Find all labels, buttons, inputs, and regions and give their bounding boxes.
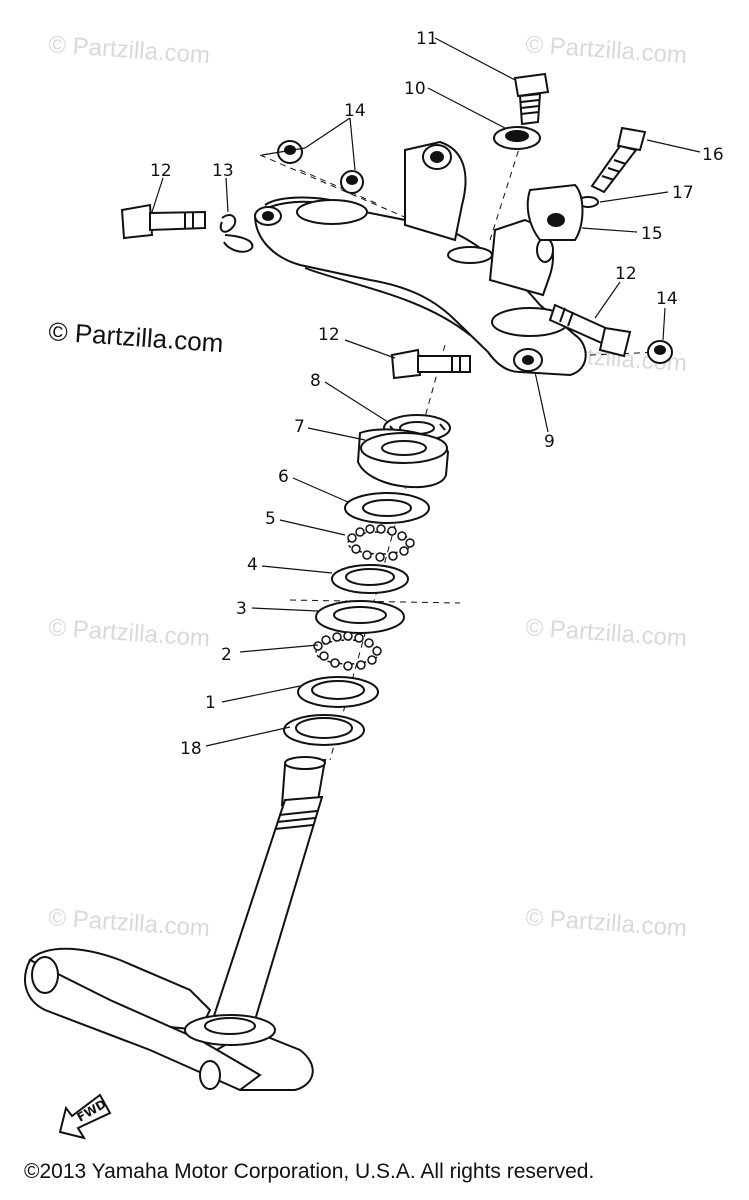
callout-10: 10 bbox=[404, 79, 426, 99]
clamp-15 bbox=[526, 183, 584, 241]
seal-18 bbox=[283, 714, 365, 746]
callout-13: 13 bbox=[212, 161, 234, 181]
callout-5: 5 bbox=[265, 509, 276, 529]
bolt-11 bbox=[513, 72, 550, 126]
callout-2: 2 bbox=[221, 645, 232, 665]
race-1 bbox=[297, 676, 379, 708]
callout-3: 3 bbox=[236, 599, 247, 619]
ball-bearings-5 bbox=[347, 524, 415, 562]
race-4 bbox=[331, 564, 409, 594]
callout-12: 12 bbox=[150, 161, 172, 181]
callout-18: 18 bbox=[180, 739, 202, 759]
watermark: © Partzilla.com bbox=[525, 904, 688, 942]
watermark: © Partzilla.com bbox=[525, 31, 688, 69]
callout-8: 8 bbox=[310, 371, 321, 391]
callout-12: 12 bbox=[615, 264, 637, 284]
callout-15: 15 bbox=[641, 224, 663, 244]
watermark: © Partzilla.com bbox=[48, 904, 211, 942]
callout-16: 16 bbox=[702, 145, 724, 165]
watermark: © Partzilla.com bbox=[525, 614, 688, 652]
washer-10 bbox=[493, 126, 541, 150]
watermark: © Partzilla.com bbox=[48, 31, 211, 69]
clip-13 bbox=[219, 214, 254, 253]
callout-14: 14 bbox=[344, 101, 366, 121]
callout-12: 12 bbox=[318, 325, 340, 345]
nut-14 bbox=[277, 140, 673, 364]
race-3 bbox=[315, 600, 405, 634]
callout-14: 14 bbox=[656, 289, 678, 309]
watermark: © Partzilla.com bbox=[48, 614, 211, 652]
leader-lines bbox=[151, 37, 701, 747]
ball-bearings-2 bbox=[313, 631, 382, 671]
watermark-group: © Partzilla.com © Partzilla.com © Partzi… bbox=[48, 31, 688, 942]
callout-11: 11 bbox=[416, 29, 438, 49]
callout-17: 17 bbox=[672, 183, 694, 203]
fwd-arrow-icon bbox=[58, 1093, 112, 1140]
steering-stem bbox=[24, 756, 327, 1092]
callout-6: 6 bbox=[278, 467, 289, 487]
callout-4: 4 bbox=[247, 555, 258, 575]
race-6 bbox=[344, 492, 430, 524]
upper-bracket bbox=[253, 140, 587, 377]
callout-labels: 11 10 14 12 13 16 17 15 12 14 12 9 8 7 6… bbox=[150, 29, 724, 759]
cover-7 bbox=[356, 428, 450, 489]
callout-9: 9 bbox=[544, 432, 555, 452]
watermark-prominent: © Partzilla.com bbox=[48, 316, 225, 358]
callout-7: 7 bbox=[294, 417, 305, 437]
fwd-arrow: FWD bbox=[58, 1093, 112, 1140]
callout-1: 1 bbox=[205, 693, 216, 713]
bolt-12 bbox=[120, 203, 632, 380]
bolt-16 bbox=[590, 126, 647, 194]
copyright-notice: ©2013 Yamaha Motor Corporation, U.S.A. A… bbox=[24, 1160, 595, 1183]
